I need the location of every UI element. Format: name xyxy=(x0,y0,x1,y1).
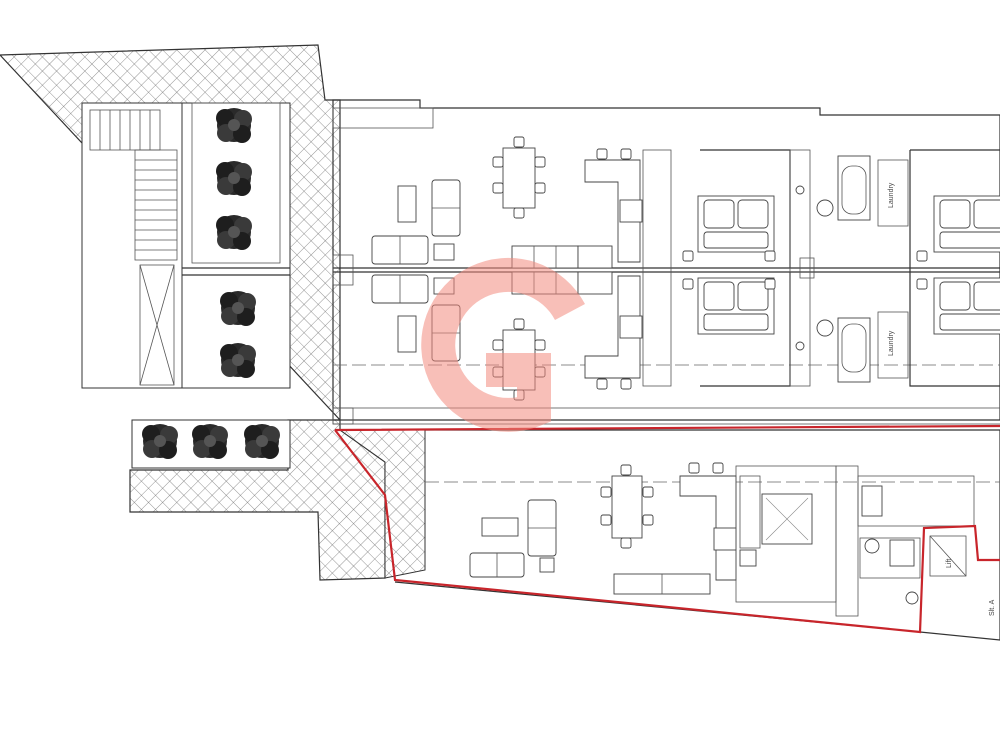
unit-boundary-highlight xyxy=(334,424,1000,634)
terrace-hatched-area xyxy=(0,44,426,581)
lift-label: Lift xyxy=(946,559,953,568)
planter-trees xyxy=(131,102,291,469)
lift-core: Lift Slt. A xyxy=(929,535,996,616)
laundry-label-top: Laundry xyxy=(888,182,895,208)
bedrooms-upper: Laundry Laundry xyxy=(642,149,1000,387)
staircase xyxy=(89,109,178,386)
g-logo-icon xyxy=(421,257,585,432)
stair-tag-label: Slt. A xyxy=(989,599,996,616)
living-area-top xyxy=(371,136,643,269)
apartment-lower xyxy=(394,429,1000,641)
apartment-block-upper xyxy=(332,99,1000,425)
laundry-label-bottom: Laundry xyxy=(888,330,895,356)
